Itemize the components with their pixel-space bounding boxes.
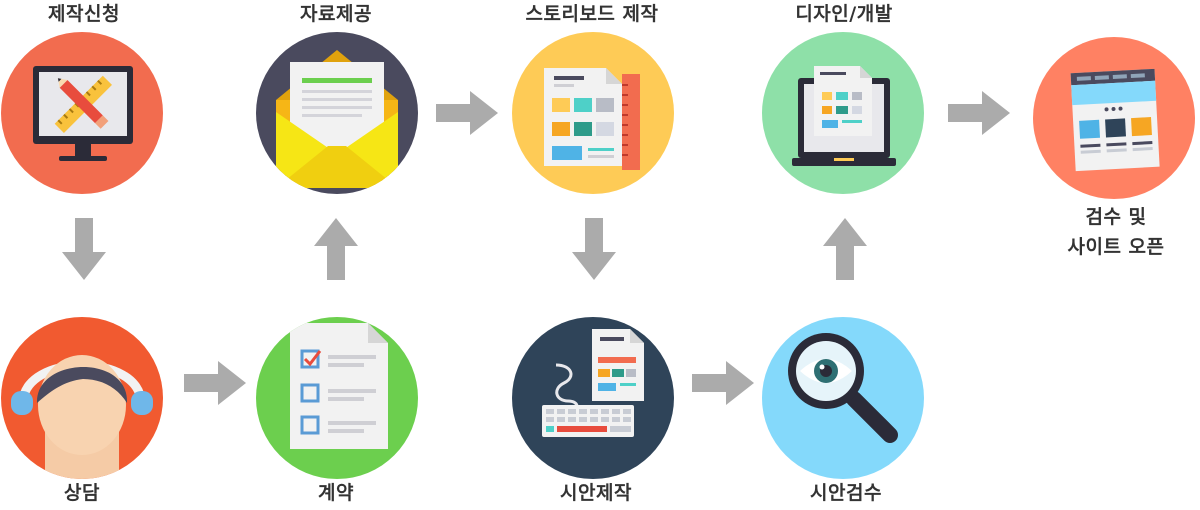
keyboard-document-icon: [542, 329, 644, 437]
step-label-consult: 상담: [64, 482, 100, 504]
step-label-request: 제작신청: [48, 3, 120, 25]
arrow-down-icon: [572, 218, 616, 280]
step-circle-design-dev: [762, 32, 924, 194]
headset-person-icon: [11, 355, 153, 479]
step-circle-materials: [256, 32, 418, 194]
storyboard-sheets-icon: [544, 68, 640, 170]
step-circle-draft-review: [762, 317, 924, 479]
step-label-draft: 시안제작: [560, 482, 632, 504]
magnifier-eye-icon: [788, 333, 898, 443]
step-circle-request: [1, 32, 163, 194]
arrow-right-icon: [184, 361, 246, 405]
laptop-document-icon: [792, 66, 896, 166]
step-label-storyboard: 스토리보드 제작: [525, 3, 659, 25]
step-circle-open: [1033, 37, 1195, 199]
step-label-contract: 계약: [318, 482, 354, 504]
step-circle-consult: [1, 317, 163, 479]
step-circle-storyboard: [512, 32, 674, 194]
website-layout-icon: [1070, 68, 1160, 172]
step-label-draft-review: 시안검수: [810, 482, 882, 504]
step-circle-draft: [512, 317, 674, 479]
arrow-up-icon: [823, 218, 867, 280]
checklist-document-icon: [290, 323, 388, 449]
envelope-letter-icon: [276, 50, 398, 188]
arrow-right-icon: [692, 361, 754, 405]
arrow-down-icon: [62, 218, 106, 280]
step-label-design-dev: 디자인/개발: [795, 3, 893, 25]
step-circle-contract: [256, 317, 418, 479]
arrow-right-icon: [436, 91, 498, 135]
arrow-up-icon: [314, 218, 358, 280]
monitor-ruler-pencil-icon: [33, 66, 133, 161]
step-label-materials: 자료제공: [300, 3, 372, 25]
arrow-right-icon: [948, 91, 1010, 135]
step-label-open: 검수 및 사이트 오픈: [1067, 206, 1165, 258]
